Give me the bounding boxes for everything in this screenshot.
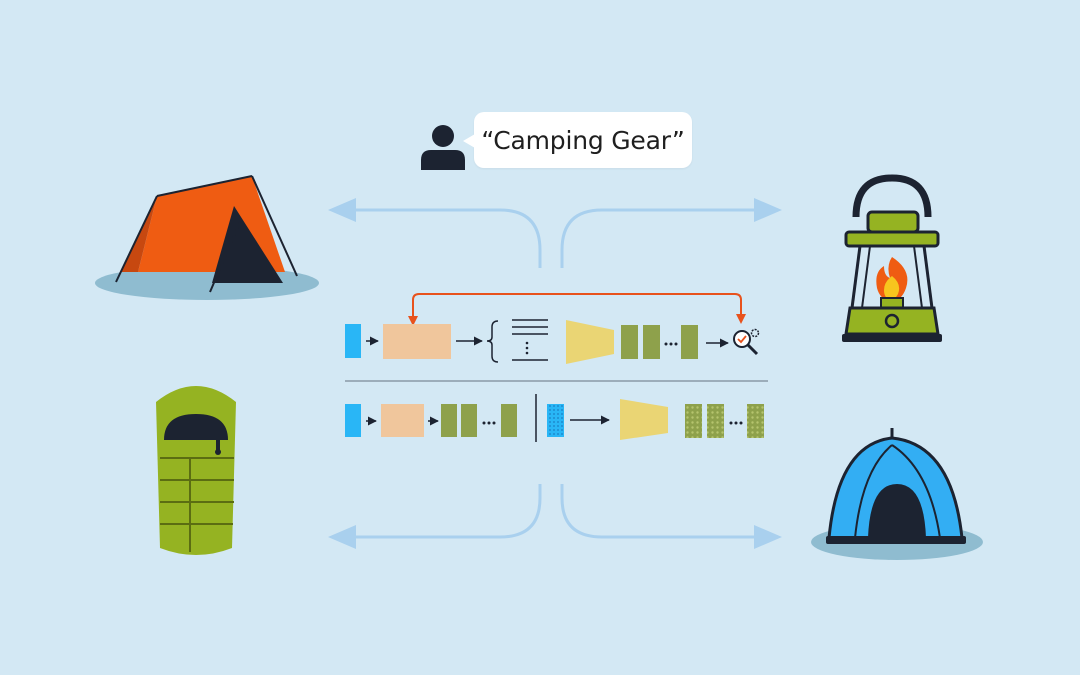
token-list [486, 319, 548, 363]
query-text: “Camping Gear” [481, 125, 685, 155]
output-block-3 [681, 325, 698, 359]
feedback-arrow [412, 293, 742, 320]
flow-arrows [328, 198, 782, 549]
encoder-block-lower [381, 404, 424, 437]
magnifier-check-icon [733, 328, 760, 356]
pipeline-bottom-row [345, 394, 764, 442]
item-embedding-2 [707, 404, 724, 438]
item-encoder-block [620, 399, 668, 440]
embedding-block-3 [501, 404, 517, 437]
embedding-block-2 [461, 404, 477, 437]
flow-arrowhead-top-left [328, 198, 356, 222]
item-embedding-3 [747, 404, 764, 438]
item-input-block [547, 404, 564, 437]
flow-arrowhead-bottom-left [328, 525, 356, 549]
dome-tent-icon [811, 428, 983, 560]
sleeping-bag-icon [156, 386, 236, 555]
decoder-block [566, 320, 614, 364]
flow-arrow-bottom-left [352, 484, 542, 539]
flow-arrow-top-right [560, 208, 758, 268]
flow-arrow-bottom-right [560, 484, 758, 539]
flow-arrowhead-bottom-right [754, 525, 782, 549]
encoder-block [383, 324, 451, 359]
item-embedding-1 [685, 404, 702, 438]
query-speech-bubble: “Camping Gear” [463, 112, 692, 168]
embedding-block-1 [441, 404, 457, 437]
flow-arrowhead-top-right [754, 198, 782, 222]
output-block-1 [621, 325, 638, 359]
orange-tent-icon [95, 175, 319, 300]
flow-arrow-top-left [352, 208, 542, 268]
output-block-2 [643, 325, 660, 359]
input-block [345, 324, 361, 358]
person-icon [421, 125, 465, 170]
input-block-lower [345, 404, 361, 437]
pipeline-top-row [345, 293, 760, 364]
lantern-icon [842, 174, 942, 342]
